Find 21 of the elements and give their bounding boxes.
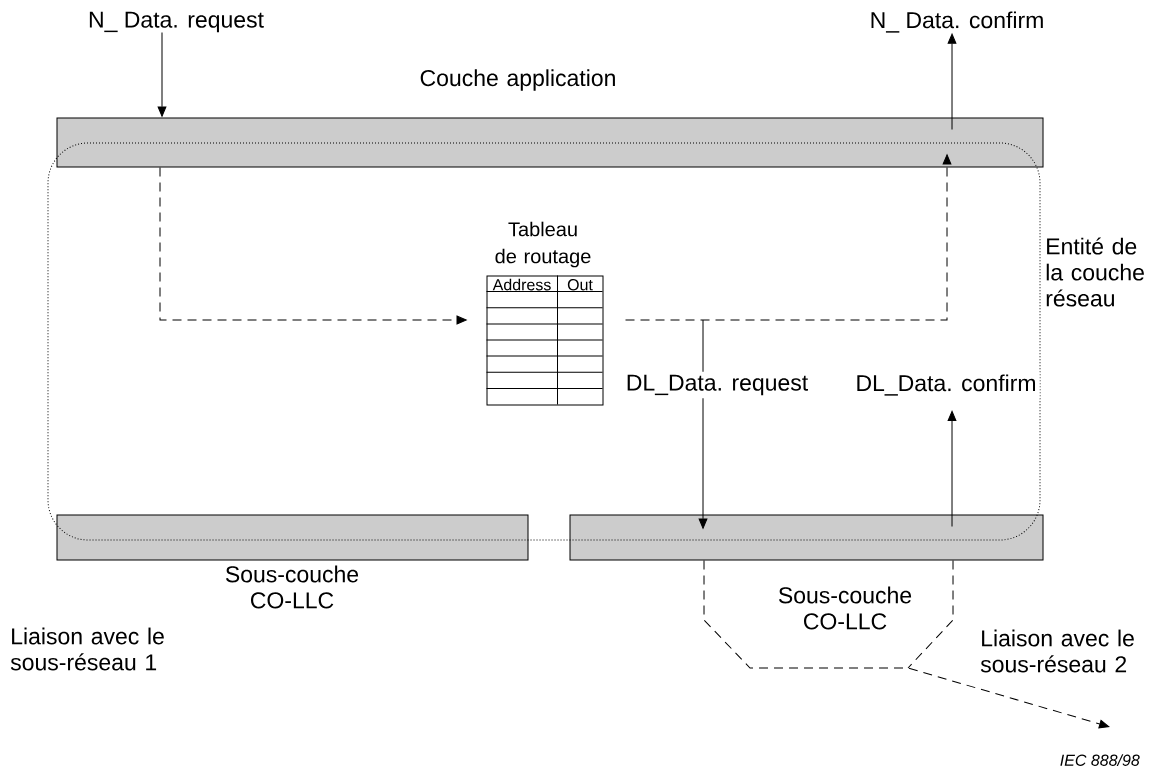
arrow (159, 167, 467, 325)
arrow (625, 154, 952, 321)
link-label: Liaison avec le sous-réseau 2 (980, 629, 1134, 673)
table-title: Tableau de routage (495, 221, 591, 268)
layer-label: Couche application (420, 69, 615, 91)
figure-reference: IEC 888/98 (1060, 754, 1140, 766)
arrow (703, 560, 1110, 729)
arrow (947, 33, 957, 130)
layer-label: Sous-couche CO-LLC (778, 586, 912, 630)
arrow (947, 410, 957, 527)
column-header: Address (492, 278, 551, 291)
arrow (157, 32, 167, 117)
link-label: Liaison avec le sous-réseau 1 (10, 627, 164, 671)
layer-label: Sous-couche CO-LLC (225, 565, 359, 609)
primitive-label: N_ Data. confirm (871, 11, 1043, 33)
entity-label: Entité de la couche réseau (1046, 237, 1144, 307)
arrow (698, 319, 708, 529)
edge-label: DL_Data. confirm (852, 371, 1040, 399)
primitive-label: N_ Data. request (89, 11, 264, 33)
column-header: Out (567, 279, 593, 291)
edge-label: DL_Data. request (622, 371, 812, 399)
